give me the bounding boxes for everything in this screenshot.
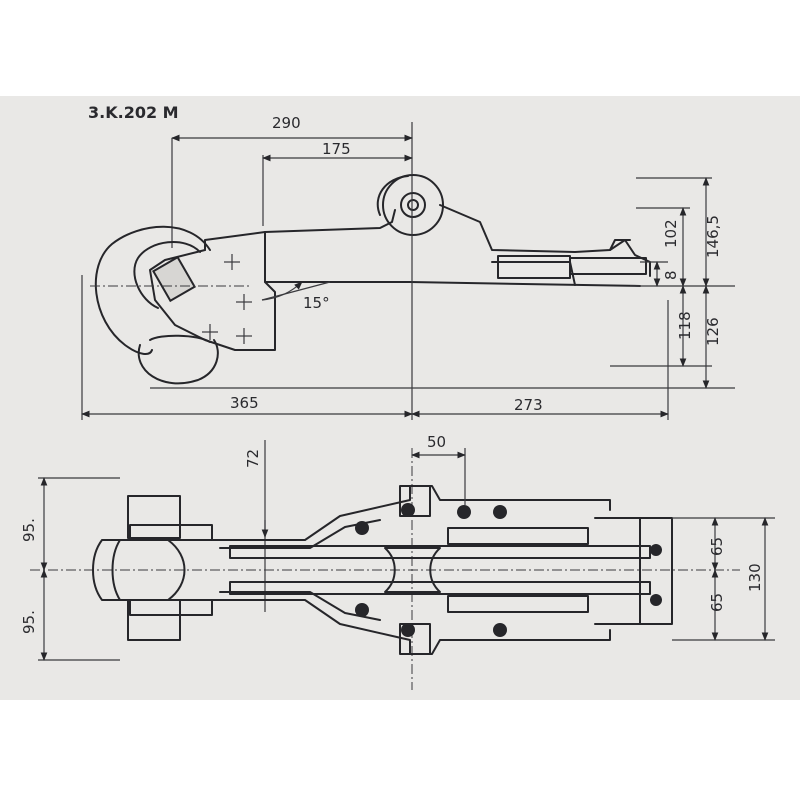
pivot-eye-outer xyxy=(382,174,444,236)
dim-8: 8 xyxy=(662,270,680,280)
drawing-title: 3.K.202 M xyxy=(88,103,179,122)
dim-130: 130 xyxy=(746,563,764,592)
angle-15: 15° xyxy=(303,294,330,312)
dim-273: 273 xyxy=(514,396,543,414)
body-top-edge xyxy=(204,209,396,251)
dim-365: 365 xyxy=(230,394,259,412)
dim-118: 118 xyxy=(676,311,694,340)
dim-95-upper: 95. xyxy=(20,518,38,542)
dim-50: 50 xyxy=(427,433,446,451)
rivets xyxy=(202,254,252,344)
hook-inner xyxy=(133,240,201,309)
top-view: 95. 95. 72 xyxy=(20,433,775,690)
sheave-lower xyxy=(137,339,219,385)
dim-65-upper: 65 xyxy=(708,537,726,556)
dim-65-lower: 65 xyxy=(708,593,726,612)
bar-lower xyxy=(229,581,651,595)
central-roller xyxy=(384,547,441,593)
dim-102: 102 xyxy=(662,219,680,248)
dim-175: 175 xyxy=(322,140,351,158)
latch-block xyxy=(152,255,196,303)
sheave-boss-top xyxy=(127,495,181,539)
dim-146-5: 146,5 xyxy=(704,215,722,258)
tail-link xyxy=(497,255,571,279)
dim-290: 290 xyxy=(272,114,301,132)
side-view: 290 175 15° xyxy=(81,114,735,420)
bar-upper xyxy=(229,545,651,559)
top-rivets xyxy=(355,503,662,637)
dim-95-lower: 95. xyxy=(20,610,38,634)
dim-72: 72 xyxy=(244,449,262,468)
dim-126: 126 xyxy=(704,317,722,346)
